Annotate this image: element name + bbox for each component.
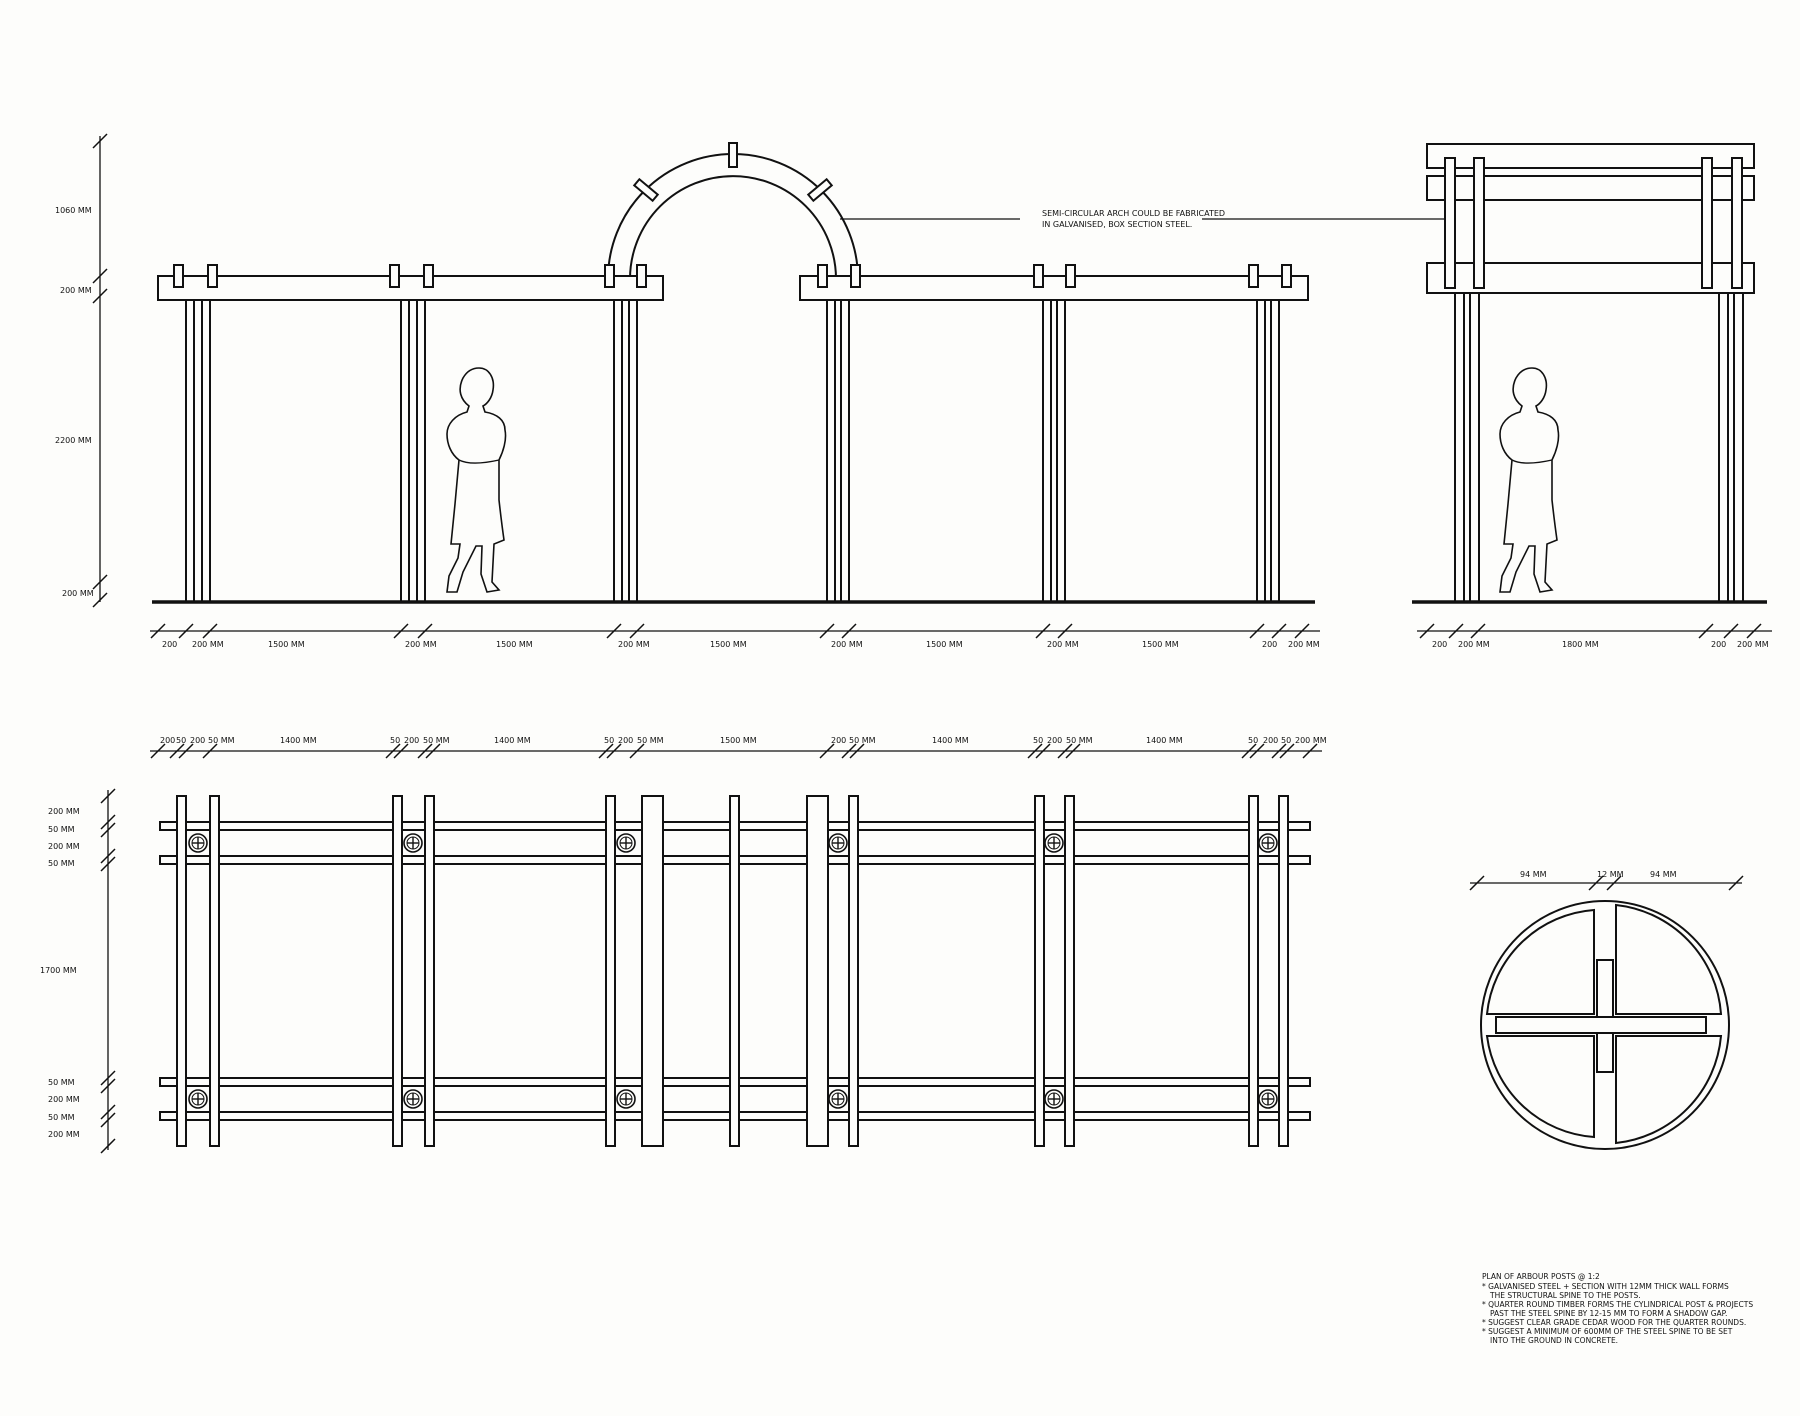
svg-text:200: 200 <box>162 640 177 649</box>
svg-text:* SUGGEST CLEAR GRADE CEDAR WO: * SUGGEST CLEAR GRADE CEDAR WOOD FOR THE… <box>1482 1318 1746 1327</box>
svg-text:200 MM: 200 MM <box>1288 640 1320 649</box>
svg-text:200: 200 <box>1432 640 1447 649</box>
svg-text:200: 200 <box>831 736 846 745</box>
svg-text:94 MM: 94 MM <box>1520 870 1547 879</box>
svg-text:50 MM: 50 MM <box>1066 736 1093 745</box>
svg-text:200 MM: 200 MM <box>1737 640 1769 649</box>
svg-text:200 MM: 200 MM <box>48 807 80 816</box>
svg-text:50 MM: 50 MM <box>849 736 876 745</box>
svg-text:1800 MM: 1800 MM <box>1562 640 1599 649</box>
svg-text:1500 MM: 1500 MM <box>710 640 747 649</box>
svg-text:50: 50 <box>390 736 400 745</box>
person-silhouette <box>446 367 507 593</box>
svg-text:50: 50 <box>176 736 186 745</box>
svg-text:50: 50 <box>604 736 614 745</box>
svg-text:INTO THE GROUND IN CONCRETE.: INTO THE GROUND IN CONCRETE. <box>1490 1336 1618 1345</box>
svg-text:200: 200 <box>404 736 419 745</box>
svg-text:200: 200 <box>1263 736 1278 745</box>
svg-text:50 MM: 50 MM <box>48 825 75 834</box>
svg-text:200 MM: 200 MM <box>48 1130 80 1139</box>
svg-text:200: 200 <box>160 736 175 745</box>
arch-block-top <box>728 142 738 168</box>
svg-text:200 MM: 200 MM <box>192 640 224 649</box>
post-circle <box>1480 900 1730 1150</box>
side-person-silhouette <box>1499 367 1560 593</box>
svg-text:200 MM: 200 MM <box>48 1095 80 1104</box>
arch-outer <box>607 153 859 280</box>
svg-text:94 MM: 94 MM <box>1650 870 1677 879</box>
svg-text:200 MM: 200 MM <box>1295 736 1327 745</box>
arch-note: SEMI-CIRCULAR ARCH COULD BE FABRICATED I… <box>1042 209 1225 229</box>
svg-text:SEMI-CIRCULAR ARCH COULD BE FA: SEMI-CIRCULAR ARCH COULD BE FABRICATED <box>1042 209 1225 218</box>
svg-text:200 MM: 200 MM <box>831 640 863 649</box>
svg-text:* QUARTER ROUND TIMBER FORMS T: * QUARTER ROUND TIMBER FORMS THE CYLINDR… <box>1482 1300 1753 1309</box>
svg-text:50 MM: 50 MM <box>48 859 75 868</box>
side-elevation-dims: 200 200 MM 1800 MM 200 200 MM <box>1432 640 1769 649</box>
svg-text:200 MM: 200 MM <box>1047 640 1079 649</box>
svg-text:200 MM: 200 MM <box>1458 640 1490 649</box>
svg-text:* GALVANISED STEEL + SECTION W: * GALVANISED STEEL + SECTION WITH 12MM T… <box>1482 1282 1729 1291</box>
svg-text:1400 MM: 1400 MM <box>280 736 317 745</box>
post-detail-notes: PLAN OF ARBOUR POSTS @ 1:2 * GALVANISED … <box>1482 1272 1753 1345</box>
svg-text:50 MM: 50 MM <box>48 1113 75 1122</box>
arch-inner <box>629 175 837 280</box>
svg-text:IN GALVANISED, BOX SECTION STE: IN GALVANISED, BOX SECTION STEEL. <box>1042 220 1192 229</box>
elevation-height-labels: 1060 MM 200 MM 2200 MM 200 MM <box>55 206 94 598</box>
svg-text:50: 50 <box>1033 736 1043 745</box>
post-detail-dims: 94 MM 12 MM 94 MM <box>1520 870 1677 879</box>
svg-text:12 MM: 12 MM <box>1597 870 1624 879</box>
svg-text:50: 50 <box>1281 736 1291 745</box>
side-elevation <box>1412 143 1772 639</box>
svg-text:200: 200 <box>1711 640 1726 649</box>
svg-text:THE STRUCTURAL SPINE TO THE PO: THE STRUCTURAL SPINE TO THE POSTS. <box>1489 1291 1641 1300</box>
top-beam-right <box>799 275 1309 301</box>
svg-text:50: 50 <box>1248 736 1258 745</box>
svg-text:1500 MM: 1500 MM <box>496 640 533 649</box>
quarter-rounds <box>1485 903 1723 1145</box>
arch-block-right <box>806 177 834 203</box>
plan-top-dims: 200 50 200 50 MM 1400 MM 50 200 50 MM 14… <box>160 736 1327 745</box>
svg-text:1700 MM: 1700 MM <box>40 966 77 975</box>
svg-text:50 MM: 50 MM <box>423 736 450 745</box>
elevation-posts <box>185 299 1280 603</box>
elevation-cap-blocks <box>173 264 1292 288</box>
svg-text:1500 MM: 1500 MM <box>720 736 757 745</box>
elevation-bottom-dims: 200 200 MM 1500 MM 200 MM 1500 MM 200 MM… <box>162 640 1320 649</box>
svg-text:1400 MM: 1400 MM <box>932 736 969 745</box>
notes-title: PLAN OF ARBOUR POSTS @ 1:2 <box>1482 1272 1600 1281</box>
height-label-200-top: 200 MM <box>60 286 92 295</box>
height-label-2200: 2200 MM <box>55 436 92 445</box>
svg-text:* SUGGEST A MINIMUM OF 600MM O: * SUGGEST A MINIMUM OF 600MM OF THE STEE… <box>1482 1327 1733 1336</box>
svg-text:50 MM: 50 MM <box>48 1078 75 1087</box>
svg-text:50 MM: 50 MM <box>637 736 664 745</box>
svg-text:1500 MM: 1500 MM <box>926 640 963 649</box>
svg-text:200: 200 <box>618 736 633 745</box>
front-elevation <box>92 133 1445 639</box>
arch-block-left <box>632 177 660 203</box>
svg-text:200: 200 <box>1047 736 1062 745</box>
svg-text:200: 200 <box>190 736 205 745</box>
svg-text:1500 MM: 1500 MM <box>268 640 305 649</box>
svg-text:200 MM: 200 MM <box>48 842 80 851</box>
top-beam-left <box>157 275 664 301</box>
post-detail <box>1469 875 1744 1150</box>
svg-text:50 MM: 50 MM <box>208 736 235 745</box>
svg-text:1500 MM: 1500 MM <box>1142 640 1179 649</box>
svg-text:1400 MM: 1400 MM <box>1146 736 1183 745</box>
svg-text:200: 200 <box>1262 640 1277 649</box>
plan-rafters <box>176 795 1289 1147</box>
svg-text:200 MM: 200 MM <box>618 640 650 649</box>
plan-left-dims: 200 MM 50 MM 200 MM 50 MM 1700 MM 50 MM … <box>40 807 80 1139</box>
arbour-plan <box>100 743 1322 1154</box>
svg-text:200 MM: 200 MM <box>405 640 437 649</box>
height-label-1060: 1060 MM <box>55 206 92 215</box>
height-label-200-bottom: 200 MM <box>62 589 94 598</box>
svg-text:1400 MM: 1400 MM <box>494 736 531 745</box>
svg-text:PAST THE STEEL SPINE BY 12-15: PAST THE STEEL SPINE BY 12-15 MM TO FORM… <box>1490 1309 1727 1318</box>
